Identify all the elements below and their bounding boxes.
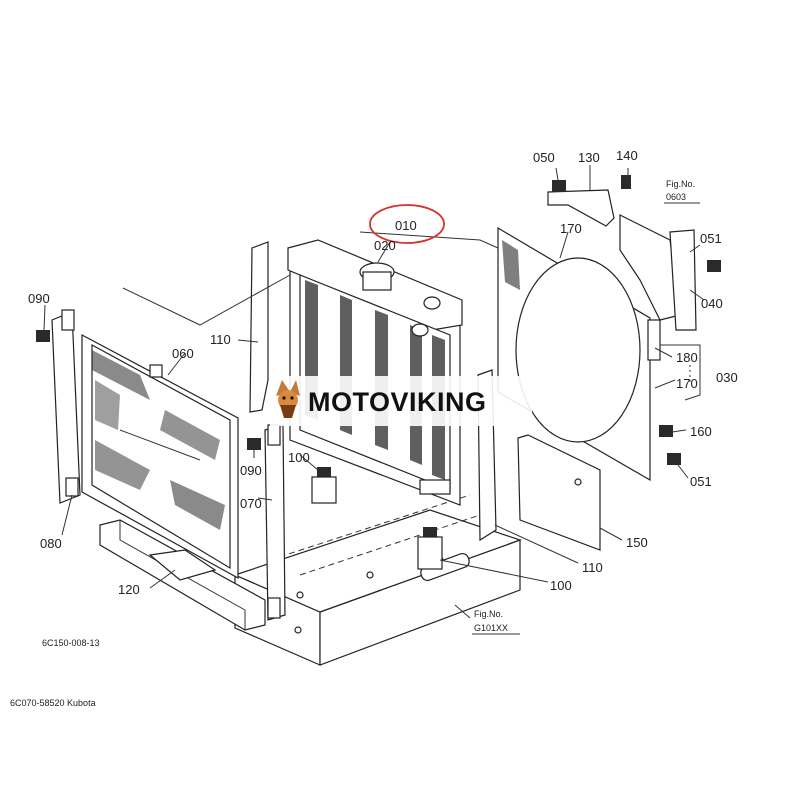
callout-051-bottom: 051: [690, 474, 712, 489]
callout-010: 010: [395, 218, 417, 233]
bottom-guard-120: [99, 519, 266, 631]
radiator-010: [287, 239, 463, 506]
callout-100-bottom: 100: [550, 578, 572, 593]
callout-090-mid: 090: [240, 463, 262, 478]
callout-150: 150: [626, 535, 648, 550]
callout-140: 140: [616, 148, 638, 163]
callout-160: 160: [690, 424, 712, 439]
callout-060: 060: [172, 346, 194, 361]
highlight-ring: [369, 204, 445, 244]
figure-ref-0603: Fig.No. 0603: [664, 179, 700, 204]
figure-ref-caption: Fig.No.: [666, 179, 695, 189]
callout-120: 120: [118, 582, 140, 597]
callout-030: 030: [716, 370, 738, 385]
radiator-screen-060: [81, 334, 239, 580]
callout-170-top: 170: [560, 221, 582, 236]
callout-labels: 050 130 140 010 020 170 051 040 090 110 …: [28, 148, 738, 597]
footer-note: 6C070-58520 Kubota: [10, 698, 96, 708]
figure-ref-caption: Fig.No.: [474, 609, 503, 619]
bolts: [36, 175, 721, 465]
callout-170-mid: 170: [676, 376, 698, 391]
figure-ref-g101xx: Fig.No. G101XX: [472, 609, 520, 635]
figure-ref-number: 0603: [666, 192, 686, 202]
callout-020: 020: [374, 238, 396, 253]
callout-110-bottom: 110: [582, 560, 603, 575]
seal-strip-110-left: [249, 241, 269, 413]
side-bracket-080: [51, 309, 81, 504]
callout-051-top: 051: [700, 231, 722, 246]
leader-lines: [43, 165, 705, 619]
callout-110-left: 110: [210, 332, 231, 347]
cover-plate-150: [517, 434, 601, 551]
figure-ref-number: G101XX: [474, 623, 508, 633]
side-bracket-070: [264, 424, 286, 621]
viking-mascot-icon: [276, 380, 300, 418]
watermark-text: MOTOVIKING: [308, 387, 487, 417]
callout-050: 050: [533, 150, 555, 165]
bracket-130: [547, 189, 697, 331]
callout-080: 080: [40, 536, 62, 551]
callout-040: 040: [701, 296, 723, 311]
callout-130: 130: [578, 150, 600, 165]
callout-100-mid: 100: [288, 450, 310, 465]
watermark-logo: MOTOVIKING: [270, 376, 532, 426]
callout-090-left: 090: [28, 291, 50, 306]
drawing-code: 6C150-008-13: [42, 638, 100, 648]
callout-180: 180: [676, 350, 698, 365]
rubber-mount-100: [311, 467, 443, 570]
fan-shroud-030: [497, 226, 661, 482]
callout-070: 070: [240, 496, 262, 511]
